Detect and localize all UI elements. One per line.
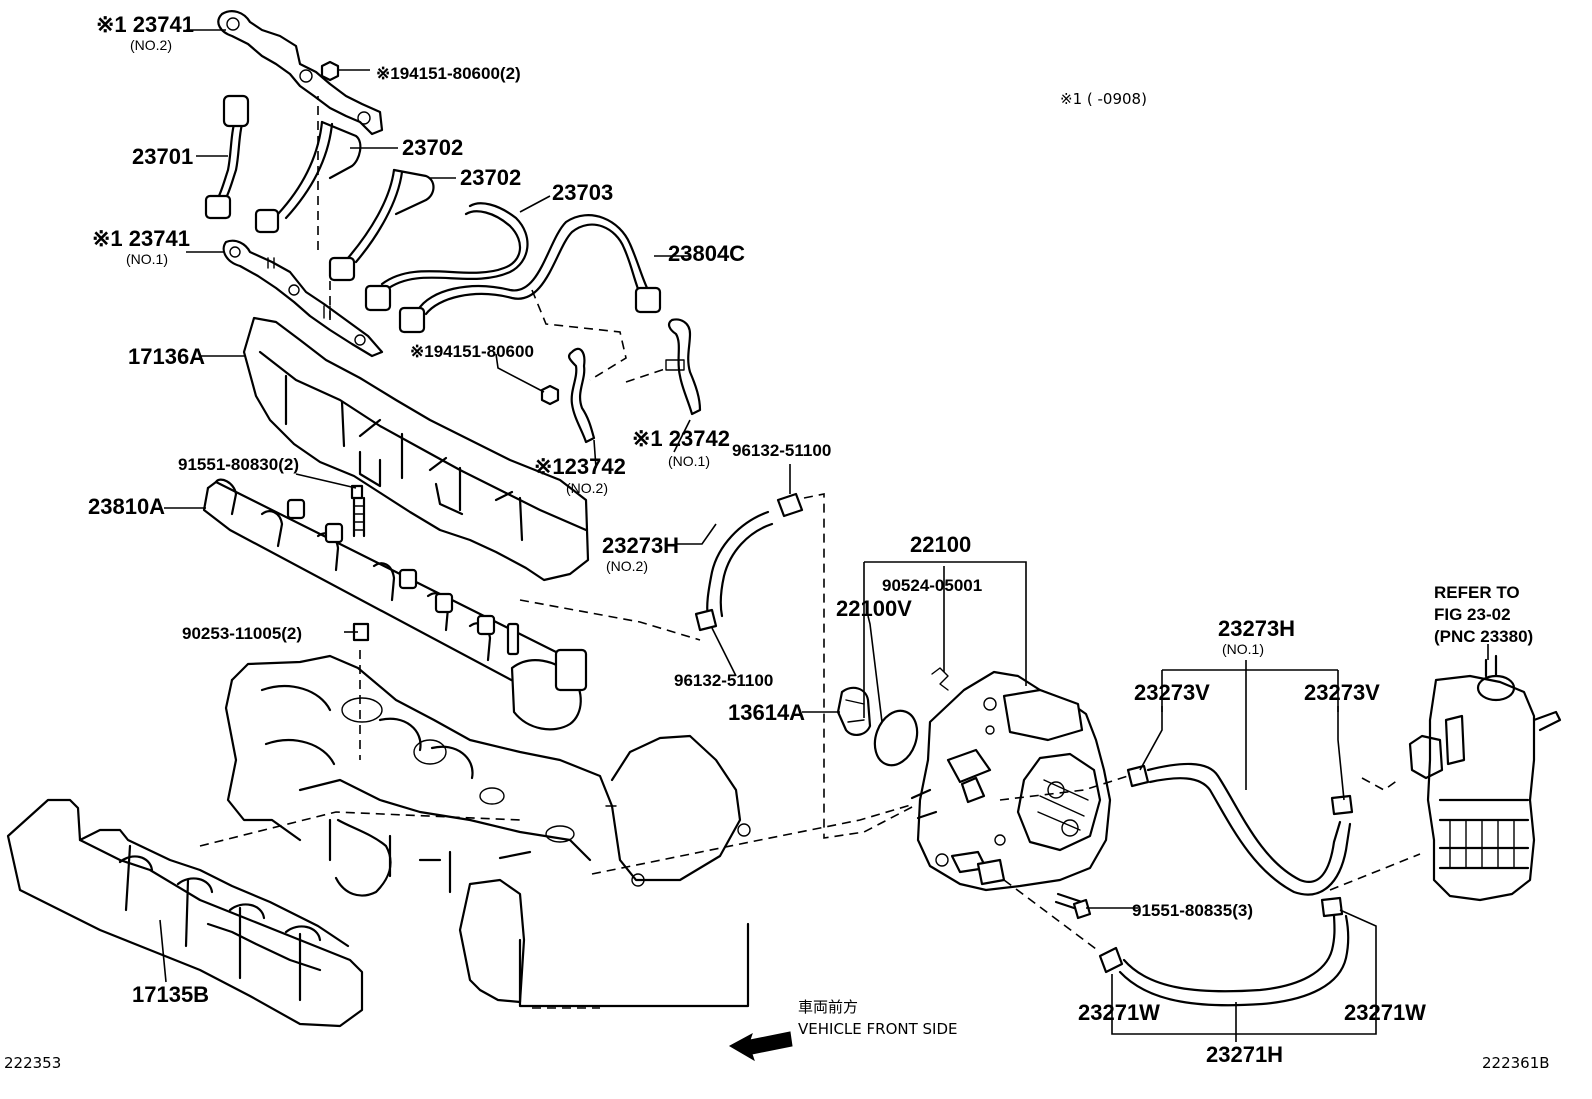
label-91551-80830: 91551-80830(2) — [178, 455, 299, 474]
label-refer-pnc: (PNC 23380) — [1434, 627, 1533, 646]
cover-17135b-drawing — [6, 798, 364, 1028]
annotations: ※1 ( -0908) 車両前方 VEHICLE FRONT SIDE 2223… — [4, 90, 1550, 1072]
figure-id-left: 222353 — [4, 1054, 61, 1072]
cover-17136a-drawing — [242, 316, 590, 582]
label-96132-51100-top: 96132-51100 — [732, 441, 831, 460]
label-194151-80600-2: ※194151-80600(2) — [376, 64, 521, 83]
label-23742-no2: ※123742 — [534, 454, 626, 479]
label-23741-no1-sub: (NO.1) — [126, 251, 168, 267]
nuts-drawing — [350, 384, 560, 642]
label-194151-80600: ※194151-80600 — [410, 342, 534, 361]
label-13614a: 13614A — [728, 700, 805, 725]
front-label-en: VEHICLE FRONT SIDE — [798, 1020, 958, 1038]
label-23742-no2-sub: (NO.2) — [566, 480, 608, 496]
label-23271w-right: 23271W — [1344, 1000, 1426, 1025]
label-17135b: 17135B — [132, 982, 209, 1007]
label-23742-no1: ※1 23742 — [632, 426, 730, 451]
pipe-23702-a-drawing — [254, 120, 362, 234]
label-23804c: 23804C — [668, 241, 745, 266]
hose-23273h-no2-drawing — [694, 492, 804, 632]
pipe-23701-drawing — [204, 94, 250, 220]
fuel-rail-23810a-drawing — [202, 478, 588, 731]
label-23810a: 23810A — [88, 494, 165, 519]
fuel-filter-drawing — [1408, 654, 1562, 902]
label-90253-11005: 90253-11005(2) — [182, 624, 302, 643]
label-refer-fig: FIG 23-02 — [1434, 605, 1511, 624]
label-23702-a: 23702 — [402, 135, 463, 160]
label-23741-no2-sub: (NO.2) — [130, 37, 172, 53]
validity-note: ※1 ( -0908) — [1060, 90, 1147, 108]
label-23702-b: 23702 — [460, 165, 521, 190]
supply-pump-22100-drawing — [910, 670, 1112, 920]
label-23273v-right: 23273V — [1304, 680, 1380, 705]
label-23273v-left: 23273V — [1134, 680, 1210, 705]
front-label-jp: 車両前方 — [798, 998, 858, 1016]
label-23271h: 23271H — [1206, 1042, 1283, 1067]
label-23742-no1-sub: (NO.1) — [668, 453, 710, 469]
front-arrow-icon — [728, 1031, 793, 1062]
label-96132-51100-bottom: 96132-51100 — [674, 671, 773, 690]
clamps-23742-drawing — [567, 318, 702, 444]
pipe-23804c-drawing — [398, 214, 662, 334]
label-23273h-no2: 23273H — [602, 533, 679, 558]
label-22100: 22100 — [910, 532, 971, 557]
part-labels: ※1 23741 (NO.2) ※194151-80600(2) 23701 2… — [88, 12, 1533, 1067]
label-23271w-left: 23271W — [1078, 1000, 1160, 1025]
figure-id-right: 222361B — [1482, 1054, 1550, 1072]
label-23741-no2: ※1 23741 — [96, 12, 194, 37]
leader-lines — [159, 29, 1489, 1042]
clamp-23741-no1-drawing — [222, 239, 384, 358]
label-23741-no1: ※1 23741 — [92, 226, 190, 251]
hose-23271h-drawing — [1098, 896, 1350, 1007]
clamp-23741-no2-drawing — [217, 10, 384, 136]
hose-23273h-no1-drawing — [1126, 762, 1354, 896]
pipe-23703-drawing — [364, 202, 529, 312]
label-17136a: 17136A — [128, 344, 205, 369]
engine-block-drawing — [224, 654, 751, 1008]
label-23701: 23701 — [132, 144, 193, 169]
dashed-lines — [199, 96, 1421, 1009]
label-23273h-no1: 23273H — [1218, 616, 1295, 641]
label-23273h-no1-sub: (NO.1) — [1222, 641, 1264, 657]
label-23703: 23703 — [552, 180, 613, 205]
label-23273h-no2-sub: (NO.2) — [606, 558, 648, 574]
label-90524-05001: 90524-05001 — [882, 576, 982, 595]
coupling-13614a-drawing — [836, 667, 949, 767]
pipe-23702-b-drawing — [328, 168, 435, 282]
artwork — [6, 10, 1562, 1062]
label-refer-to: REFER TO — [1434, 583, 1520, 602]
label-91551-80835: 91551-80835(3) — [1132, 901, 1253, 920]
label-22100v: 22100V — [836, 596, 912, 621]
